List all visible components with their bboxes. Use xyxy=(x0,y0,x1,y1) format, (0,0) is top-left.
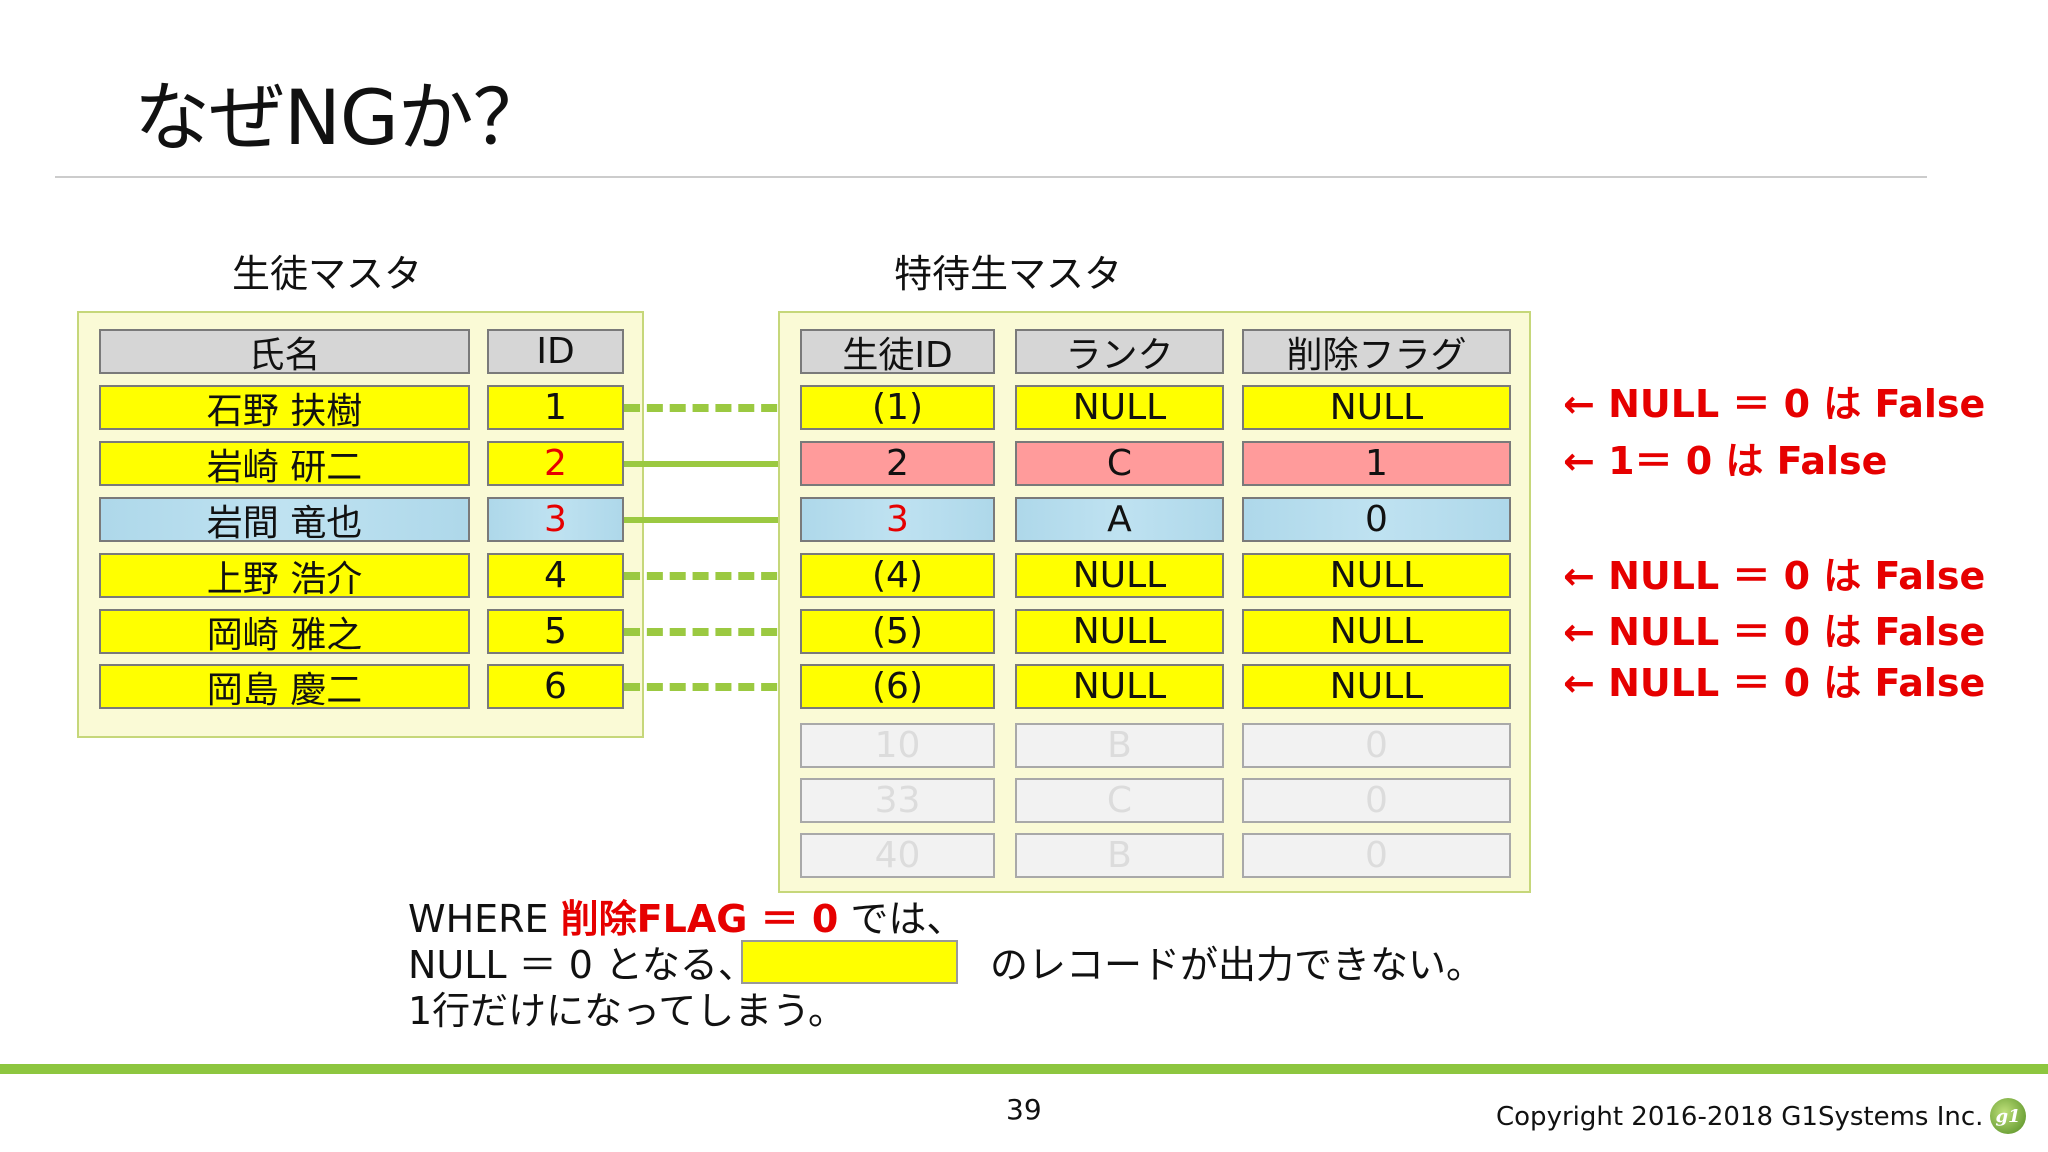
footer-bar xyxy=(0,1064,2048,1074)
table-row-flag: NULL xyxy=(1242,664,1511,709)
explanation-line-2-prefix: NULL ＝ 0 となる、 xyxy=(408,943,756,987)
table-row-flag: NULL xyxy=(1242,385,1511,430)
table-row-rank: NULL xyxy=(1015,385,1224,430)
table-row-student-id: (1) xyxy=(800,385,995,430)
table-row-id: 3 xyxy=(487,497,624,542)
scholarship-header-student-id: 生徒ID xyxy=(800,329,995,374)
students-header-id: ID xyxy=(487,329,624,374)
table-row-name: 岡崎 雅之 xyxy=(99,609,470,654)
table-row-rank: C xyxy=(1015,441,1224,486)
table-row-id: 6 xyxy=(487,664,624,709)
scholarship-table-label: 特待生マスタ xyxy=(894,252,1123,296)
join-link-solid xyxy=(624,517,800,523)
table-row-flag: NULL xyxy=(1242,609,1511,654)
table-row-rank: NULL xyxy=(1015,609,1224,654)
table-row-flag: 0 xyxy=(1242,723,1511,768)
title-divider xyxy=(55,176,1927,178)
table-row-rank: C xyxy=(1015,778,1224,823)
table-row-flag: NULL xyxy=(1242,553,1511,598)
explanation-where: WHERE xyxy=(408,897,561,941)
table-row-id: 4 xyxy=(487,553,624,598)
table-row-flag: 0 xyxy=(1242,833,1511,878)
table-row-student-id: 33 xyxy=(800,778,995,823)
company-logo-icon: g1 xyxy=(1990,1098,2026,1134)
join-link-dashed xyxy=(624,683,800,691)
table-row-rank: NULL xyxy=(1015,553,1224,598)
table-row-name: 岩崎 研二 xyxy=(99,441,470,486)
students-header-name: 氏名 xyxy=(99,329,470,374)
slide-title: なぜNGか？ xyxy=(134,73,549,162)
scholarship-header-delete-flag: 削除フラグ xyxy=(1242,329,1511,374)
table-row-rank: B xyxy=(1015,723,1224,768)
annotation-note: ← NULL ＝ 0 は False xyxy=(1563,661,1986,705)
page-number: 39 xyxy=(1006,1093,1042,1126)
copyright-text: Copyright 2016-2018 G1Systems Inc. xyxy=(1496,1102,1984,1132)
table-row-id: 1 xyxy=(487,385,624,430)
table-row-id: 2 xyxy=(487,441,624,486)
join-link-dashed xyxy=(624,404,800,412)
explanation-highlight: 削除FLAG ＝ 0 xyxy=(560,897,839,941)
table-row-name: 石野 扶樹 xyxy=(99,385,470,430)
table-row-id: 5 xyxy=(487,609,624,654)
table-row-rank: B xyxy=(1015,833,1224,878)
table-row-rank: NULL xyxy=(1015,664,1224,709)
table-row-student-id: 40 xyxy=(800,833,995,878)
annotation-note: ← NULL ＝ 0 は False xyxy=(1563,610,1986,654)
explanation-line-1: WHERE 削除FLAG ＝ 0 では、 xyxy=(408,896,964,942)
highlight-blank-box xyxy=(741,940,958,984)
table-row-name: 岩間 竜也 xyxy=(99,497,470,542)
table-row-student-id: (4) xyxy=(800,553,995,598)
join-link-dashed xyxy=(624,572,800,580)
explanation-line-2-suffix: のレコードが出力できない。 xyxy=(990,943,1485,987)
table-row-flag: 0 xyxy=(1242,778,1511,823)
explanation-line-3: 1行だけになってしまう。 xyxy=(408,989,846,1033)
table-row-name: 岡島 慶二 xyxy=(99,664,470,709)
explanation-suffix: では、 xyxy=(838,897,965,941)
table-row-flag: 0 xyxy=(1242,497,1511,542)
table-row-student-id: (6) xyxy=(800,664,995,709)
scholarship-header-rank: ランク xyxy=(1015,329,1224,374)
join-link-dashed xyxy=(624,628,800,636)
students-table-label: 生徒マスタ xyxy=(232,252,423,296)
table-row-student-id: (5) xyxy=(800,609,995,654)
annotation-note: ← 1＝ 0 は False xyxy=(1563,439,1888,483)
table-row-flag: 1 xyxy=(1242,441,1511,486)
table-row-student-id: 3 xyxy=(800,497,995,542)
annotation-note: ← NULL ＝ 0 は False xyxy=(1563,554,1986,598)
table-row-name: 上野 浩介 xyxy=(99,553,470,598)
table-row-student-id: 2 xyxy=(800,441,995,486)
annotation-note: ← NULL ＝ 0 は False xyxy=(1563,382,1986,426)
table-row-student-id: 10 xyxy=(800,723,995,768)
table-row-rank: A xyxy=(1015,497,1224,542)
join-link-solid xyxy=(624,461,800,467)
